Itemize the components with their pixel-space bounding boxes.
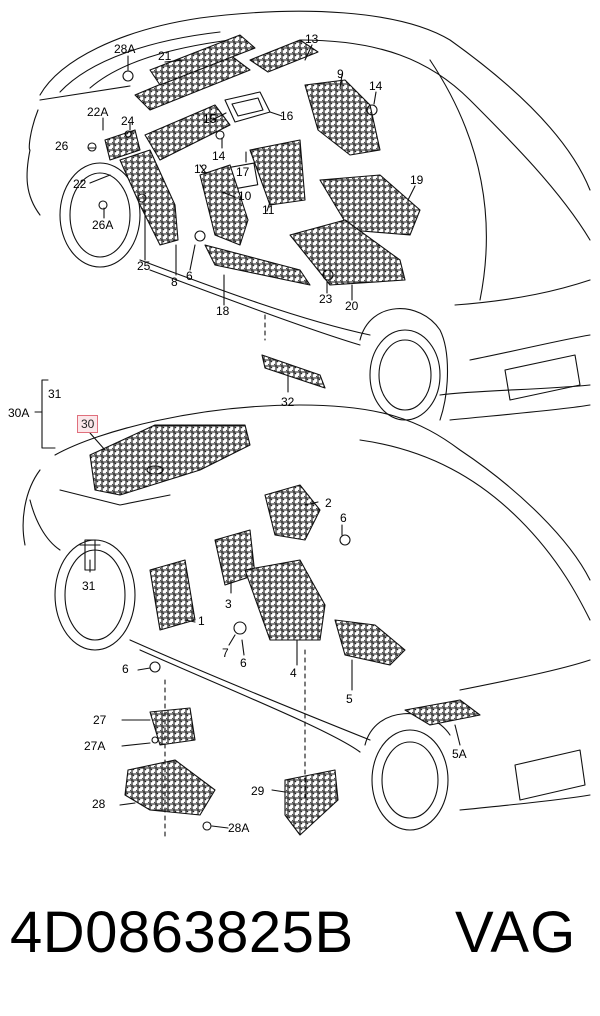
callout-22a: 22A bbox=[87, 105, 109, 119]
callout-1: 1 bbox=[198, 614, 205, 628]
insulation-parts-exploded-diagram bbox=[22, 10, 591, 841]
callout-21: 21 bbox=[158, 49, 172, 63]
callout-27a: 27A bbox=[84, 739, 106, 753]
callout-30-highlighted: 30 bbox=[77, 415, 99, 433]
callout-14-mid: 14 bbox=[212, 149, 226, 163]
callout-30a: 30A bbox=[8, 406, 30, 420]
callout-14: 14 bbox=[369, 79, 383, 93]
callout-26a: 26A bbox=[92, 218, 114, 232]
callout-11: 11 bbox=[262, 203, 275, 217]
callout-23: 23 bbox=[319, 292, 333, 306]
callout-25: 25 bbox=[137, 259, 151, 273]
callout-18: 18 bbox=[216, 304, 230, 318]
callout-3: 3 bbox=[225, 597, 232, 611]
upper-car-body-outline bbox=[26, 10, 591, 421]
callout-32: 32 bbox=[281, 395, 295, 409]
callout-5a: 5A bbox=[452, 747, 467, 761]
upper-insulation-parts bbox=[87, 34, 421, 393]
callout-31-low: 31 bbox=[82, 579, 96, 593]
callout-29: 29 bbox=[251, 784, 265, 798]
callout-16: 16 bbox=[280, 109, 294, 123]
callout-5: 5 bbox=[346, 692, 353, 706]
callout-28: 28 bbox=[92, 797, 106, 811]
callout-9: 9 bbox=[337, 67, 344, 81]
lower-car-body-outline bbox=[22, 404, 591, 831]
callout-8: 8 bbox=[171, 275, 178, 289]
callout-7: 7 bbox=[222, 646, 229, 660]
callout-24: 24 bbox=[121, 114, 135, 128]
brand-name: VAG bbox=[455, 900, 577, 965]
callout-20: 20 bbox=[345, 299, 359, 313]
lower-insulation-parts bbox=[34, 379, 481, 841]
callout-19: 19 bbox=[410, 173, 424, 187]
callout-26: 26 bbox=[55, 139, 69, 153]
callout-13: 13 bbox=[305, 32, 319, 46]
callout-12: 12 bbox=[194, 162, 208, 176]
callout-28a: 28A bbox=[114, 42, 136, 56]
callout-6-right: 6 bbox=[340, 511, 347, 525]
callout-31-top: 31 bbox=[48, 387, 62, 401]
part-number: 4D0863825B bbox=[10, 900, 354, 965]
callout-6-top: 6 bbox=[186, 269, 193, 283]
callout-10: 10 bbox=[238, 189, 252, 203]
callout-15: 15 bbox=[203, 112, 217, 126]
callout-6-left: 6 bbox=[122, 662, 129, 676]
callout-6-mid: 6 bbox=[240, 656, 247, 670]
callout-27: 27 bbox=[93, 713, 107, 727]
callout-28a-bottom: 28A bbox=[228, 821, 250, 835]
callout-22: 22 bbox=[73, 177, 87, 191]
callout-2: 2 bbox=[325, 496, 332, 510]
callout-4: 4 bbox=[290, 666, 297, 680]
callout-17: 17 bbox=[236, 165, 250, 179]
